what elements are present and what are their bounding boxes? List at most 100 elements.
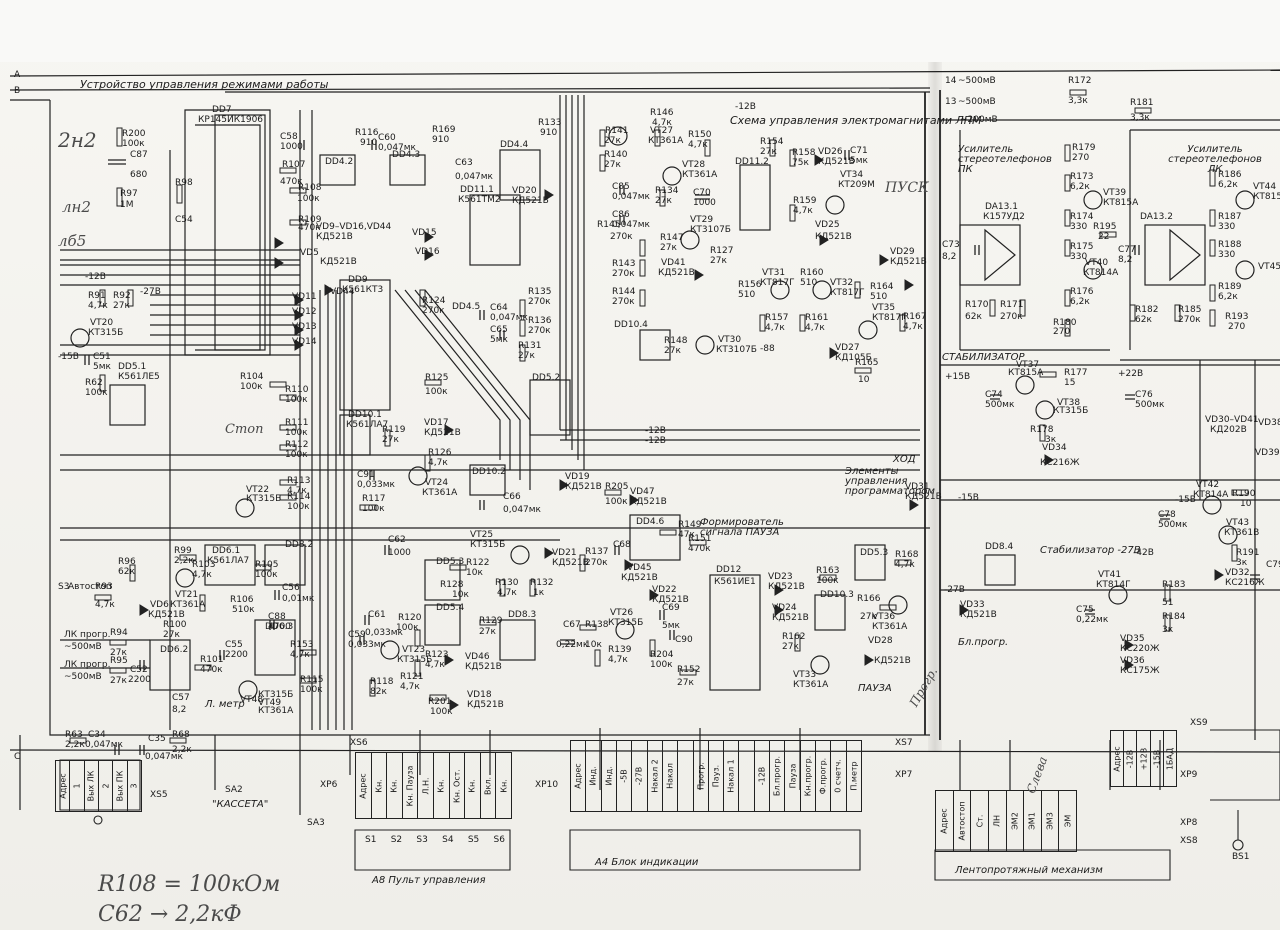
buzzer-bs1: BS1 bbox=[1232, 852, 1250, 862]
component-c69v: 5мк bbox=[662, 621, 680, 631]
component-c58: C58 bbox=[280, 132, 298, 142]
component-c59: C59 bbox=[348, 630, 366, 640]
component-r154: R154 bbox=[760, 137, 784, 147]
connector-pin: +12В bbox=[1137, 731, 1151, 786]
component-r62v: 100к bbox=[85, 388, 108, 398]
component-vd33t: КД521В bbox=[960, 610, 997, 620]
component-r105v: 100к bbox=[255, 570, 278, 580]
component-da131t: К157УД2 bbox=[983, 212, 1025, 222]
component-dd62: DD6.2 bbox=[160, 645, 189, 655]
hand-note-r108: R108 = 100кОм bbox=[98, 872, 281, 897]
connector-pin: Адрес bbox=[356, 753, 372, 818]
component-c74: C74 bbox=[985, 390, 1003, 400]
component-r113: R113 bbox=[287, 476, 311, 486]
component-vd36: VD36 bbox=[1120, 656, 1145, 666]
component-vt32t: КТ817Г bbox=[830, 288, 865, 298]
component-vd29: VD29 bbox=[890, 247, 915, 257]
component-vt48t: КТ315Б bbox=[258, 690, 294, 700]
component-r139v: 4,7к bbox=[608, 655, 628, 665]
component-c70: C70 bbox=[693, 188, 711, 198]
component-c85v: 0,047мк bbox=[612, 192, 650, 202]
component-r148v: 27к bbox=[664, 346, 681, 356]
component-r127v: 27к bbox=[710, 256, 727, 266]
component-dd61: DD6.1 bbox=[212, 546, 241, 556]
component-r190: R190 bbox=[1232, 489, 1256, 499]
component-vd25: VD25 bbox=[815, 220, 840, 230]
component-r135: R135 bbox=[528, 287, 552, 297]
component-r95: R95 bbox=[110, 656, 128, 666]
conn-xs6: XS6 bbox=[350, 738, 368, 748]
component-c73: C73 bbox=[942, 240, 960, 250]
component-vd30t: КД202В bbox=[1210, 425, 1247, 435]
component-vt37: VT37 bbox=[1016, 360, 1040, 370]
component-c60v: 0,047мк bbox=[378, 143, 416, 153]
component-r175v: 330 bbox=[1070, 252, 1088, 262]
connector-pin: ЭМ1 bbox=[1024, 791, 1042, 851]
component-r125: R125 bbox=[425, 373, 449, 383]
component-r166: R166 bbox=[857, 594, 881, 604]
component-c54: C54 bbox=[175, 215, 193, 225]
component-vt38t: КТ315Б bbox=[1053, 406, 1089, 416]
component-r117: R117 bbox=[362, 494, 386, 504]
component-dd42: DD4.2 bbox=[325, 157, 354, 167]
connector-pin: ЭМ3 bbox=[1042, 791, 1060, 851]
section-stabilizer: СТАБИЛИЗАТОР bbox=[942, 352, 1025, 363]
rail-m15-right: -15В bbox=[958, 493, 979, 503]
component-c73v: 8,2 bbox=[942, 252, 957, 262]
switch-s1: S1 bbox=[365, 835, 377, 845]
component-r105: R105 bbox=[255, 560, 279, 570]
component-vd47: VD47 bbox=[630, 487, 655, 497]
component-r116: R116 bbox=[355, 128, 379, 138]
component-r97v: 1М bbox=[120, 200, 134, 210]
component-r185v: 270к bbox=[1178, 315, 1201, 325]
component-r106v: 510к bbox=[232, 605, 255, 615]
component-r175: R175 bbox=[1070, 242, 1094, 252]
component-vt40t: КТ814А bbox=[1083, 268, 1119, 278]
component-vd33: VD33 bbox=[960, 600, 985, 610]
component-r173: R173 bbox=[1070, 172, 1094, 182]
component-r119v: 27к bbox=[382, 435, 399, 445]
component-dd51t: К561ЛЕ5 bbox=[118, 372, 160, 382]
sig200: ~200мВ bbox=[960, 115, 998, 125]
component-r160: R160 bbox=[800, 268, 824, 278]
component-c55v: 2200 bbox=[225, 650, 248, 660]
component-c52: C52 bbox=[130, 665, 148, 675]
component-dd44: DD4.4 bbox=[500, 140, 529, 150]
connector-pin: Вых ЛК bbox=[85, 761, 99, 811]
component-r133v: 910 bbox=[540, 128, 558, 138]
component-r111: R111 bbox=[285, 418, 309, 428]
input-lk-prog: ЛК прогр. bbox=[64, 630, 111, 640]
component-r153v: 4,7к bbox=[290, 650, 310, 660]
component-dd7: DD7 bbox=[212, 105, 232, 115]
component-r177v: 15 bbox=[1064, 378, 1076, 388]
component-r130v: 4,7к bbox=[497, 588, 517, 598]
component-vt41: VT41 bbox=[1098, 570, 1122, 580]
component-r112: R112 bbox=[285, 440, 309, 450]
component-vd21: VD21 bbox=[552, 548, 577, 558]
component-r170: R170 bbox=[965, 300, 989, 310]
section-amp-pk: Усилитель стереотелефонов ПК bbox=[958, 144, 1052, 175]
component-r204v: 100к bbox=[650, 660, 673, 670]
component-vt40: VT40 bbox=[1085, 258, 1109, 268]
component-r93v: 4,7к bbox=[95, 600, 115, 610]
component-dd61t: К561ЛА7 bbox=[207, 556, 250, 566]
component-c66v: 0,047мк bbox=[503, 505, 541, 515]
component-vt37t: КТ815А bbox=[1008, 368, 1044, 378]
component-r137: R137 bbox=[585, 547, 609, 557]
component-r169: R169 bbox=[432, 125, 456, 135]
row-label-c: C bbox=[14, 752, 21, 762]
component-r139: R139 bbox=[608, 645, 632, 655]
component-r124: R124 bbox=[422, 296, 446, 306]
component-r178: R178 bbox=[1030, 425, 1054, 435]
component-r182: R182 bbox=[1135, 305, 1159, 315]
component-r195v: 22 bbox=[1098, 232, 1110, 242]
component-r144v: 270к bbox=[612, 297, 635, 307]
component-r131: R131 bbox=[518, 341, 542, 351]
component-r156v: 510 bbox=[738, 290, 756, 300]
component-c56v: 0,01мк bbox=[282, 594, 315, 604]
component-r167: R167 bbox=[903, 312, 927, 322]
component-c85: C85 bbox=[612, 182, 630, 192]
component-r138: R138 bbox=[585, 620, 609, 630]
component-r162: R162 bbox=[782, 632, 806, 642]
